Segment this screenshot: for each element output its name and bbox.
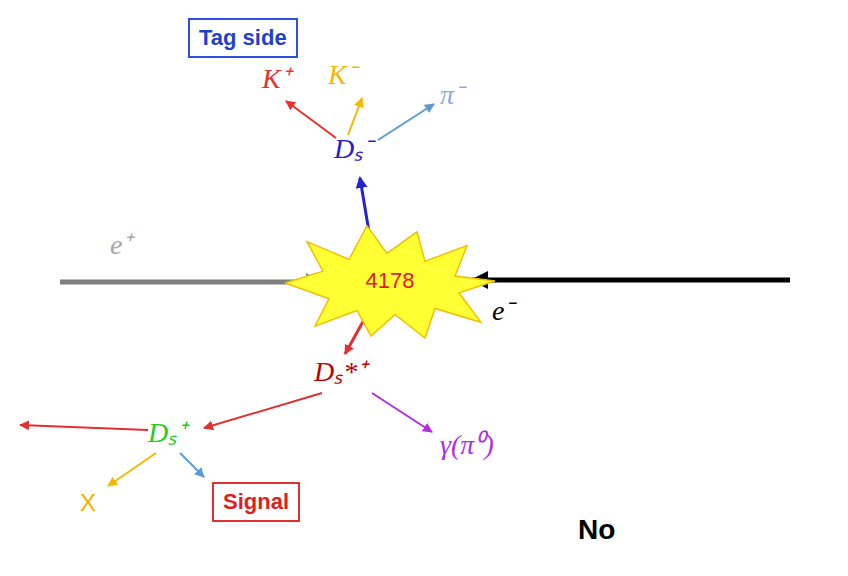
- ds-plus: Dₛ⁺: [148, 418, 186, 449]
- pion-minus: π⁻: [440, 80, 463, 111]
- box-title: Tag side: [199, 25, 287, 50]
- note-text: No: [578, 515, 615, 546]
- gamma-pizero: γ(π⁰): [440, 430, 494, 461]
- box-title: Signal: [223, 489, 289, 514]
- energy-label: 4178: [285, 268, 495, 294]
- positron: e⁺: [110, 230, 131, 261]
- collision-star: 4178: [285, 222, 495, 340]
- kaon-minus: K⁻: [328, 60, 356, 91]
- ds-star-plus: Dₛ*⁺: [314, 357, 366, 388]
- kaon-plus: K⁺: [262, 64, 290, 95]
- tag-side-box: Tag side: [188, 18, 298, 58]
- signal-box: Signal: [212, 482, 300, 522]
- x-particle: X: [80, 490, 96, 516]
- electron: e⁻: [492, 296, 513, 327]
- ds-minus: Dₛ⁻: [334, 134, 372, 165]
